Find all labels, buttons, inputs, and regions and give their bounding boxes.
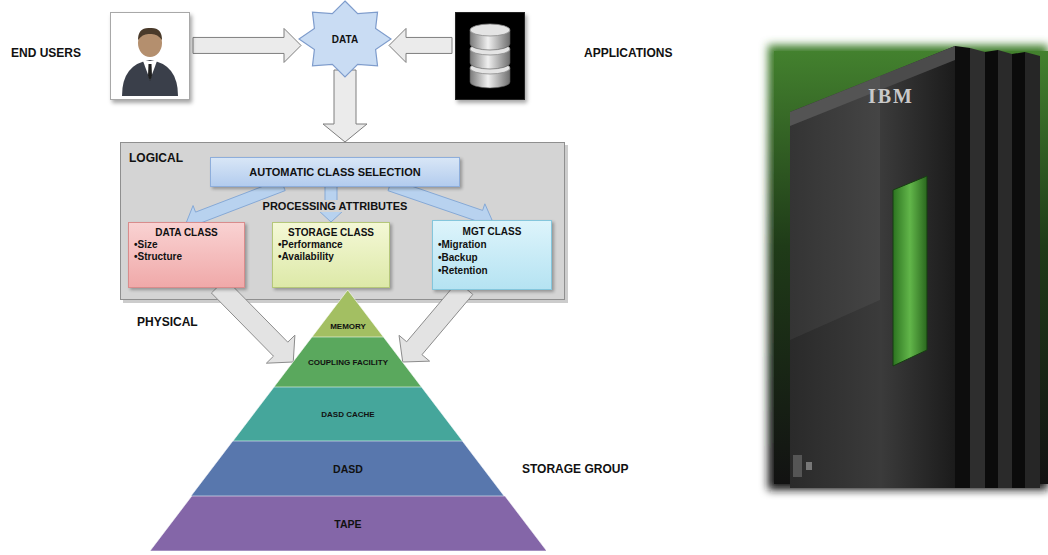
machine-ridge xyxy=(1012,52,1025,488)
box-label: MGT CLASS xyxy=(463,225,522,238)
selection-box: AUTOMATIC CLASS SELECTION xyxy=(210,157,460,187)
machine-ridge xyxy=(985,50,998,488)
class-box: DATA CLASS•Size•Structure xyxy=(128,222,245,288)
class-box: MGT CLASS•Migration•Backup•Retention xyxy=(432,220,552,290)
database-icon-box: APPLICATIONS xyxy=(455,12,525,100)
region-heading: LOGICAL xyxy=(129,151,183,165)
machine-detail xyxy=(806,462,812,470)
actor-label: APPLICATIONS xyxy=(584,46,672,60)
node-label: DATA xyxy=(332,34,358,45)
block-arrow xyxy=(399,282,473,362)
star-outline xyxy=(299,1,391,77)
box-label: •Retention xyxy=(438,264,488,277)
machine-ridge xyxy=(1025,52,1040,488)
machine-ridge xyxy=(970,48,985,488)
attributes-caption: PROCESSING ATTRIBUTES xyxy=(261,200,410,212)
machine-gloss xyxy=(790,76,880,340)
brand-logo: IBM xyxy=(866,85,916,108)
block-arrow xyxy=(193,28,301,62)
cylinder-top xyxy=(470,24,510,36)
machine-front xyxy=(790,46,955,488)
box-label: AUTOMATIC CLASS SELECTION xyxy=(249,165,420,179)
logical-region: LOGICAL AUTOMATIC CLASS SELECTION DATA CLA… xyxy=(120,142,565,300)
machine-ridge xyxy=(955,46,970,488)
tier-fill xyxy=(312,290,383,337)
tier-label: DASD CACHE xyxy=(321,410,374,419)
tier-fill xyxy=(233,387,463,441)
mainframe-illustration xyxy=(768,45,1048,490)
machine-detail xyxy=(793,455,802,477)
block-arrow xyxy=(323,70,367,142)
class-box: STORAGE CLASS•Performance•Availability xyxy=(272,222,390,288)
group-caption: STORAGE GROUP xyxy=(520,462,630,476)
region-fill xyxy=(121,143,565,300)
box-label: •Availability xyxy=(278,251,334,263)
block-arrow xyxy=(389,28,452,62)
green-slot xyxy=(893,176,927,366)
green-glow xyxy=(768,45,1048,490)
box-label: •Backup xyxy=(438,251,478,264)
hair xyxy=(138,28,162,40)
box-label: DATA CLASS xyxy=(155,227,218,239)
tier-label: DASD xyxy=(333,463,363,475)
backdrop-layer xyxy=(121,143,569,304)
data-star: DATA xyxy=(298,0,392,78)
physical-caption: PHYSICAL xyxy=(135,315,200,329)
suit xyxy=(122,60,178,96)
tier-label: COUPLING FACILITY xyxy=(308,358,388,367)
machine-ridge xyxy=(998,50,1012,488)
tier-label: MEMORY xyxy=(330,322,366,331)
actor-label: END USERS xyxy=(11,46,81,60)
heading-wrap: END USERS xyxy=(11,46,81,60)
label-wrap: PHYSICAL xyxy=(135,312,200,330)
tier-fill xyxy=(150,496,547,551)
pyramid-tier: DASD CACHE xyxy=(233,387,463,441)
pyramid-tier: MEMORY xyxy=(312,290,383,337)
pyramid-tier: COUPLING FACILITY xyxy=(274,337,421,387)
heading-wrap: LOGICAL xyxy=(129,151,183,165)
tie xyxy=(148,64,152,81)
database-icon xyxy=(455,12,525,100)
label-wrap: IBM xyxy=(866,85,916,108)
shirt xyxy=(143,61,157,80)
label-wrap: PROCESSING ATTRIBUTES xyxy=(185,196,485,214)
tier-fill xyxy=(274,337,421,387)
box-label: •Structure xyxy=(134,251,182,263)
box-label: STORAGE CLASS xyxy=(288,227,374,239)
block-arrow xyxy=(211,279,295,363)
heading-wrap: APPLICATIONS xyxy=(584,46,672,60)
pyramid-tier: TAPE xyxy=(150,496,547,551)
label-wrap: STORAGE GROUP xyxy=(520,459,630,477)
box-label: •Size xyxy=(134,239,158,251)
tier-label: TAPE xyxy=(334,518,361,530)
user-icon-box: END USERS xyxy=(110,12,190,100)
box-label: •Migration xyxy=(438,238,487,251)
tier-fill xyxy=(191,441,504,496)
pyramid-tier: DASD xyxy=(191,441,504,496)
person-icon xyxy=(110,12,190,100)
box-label: •Performance xyxy=(278,239,343,251)
